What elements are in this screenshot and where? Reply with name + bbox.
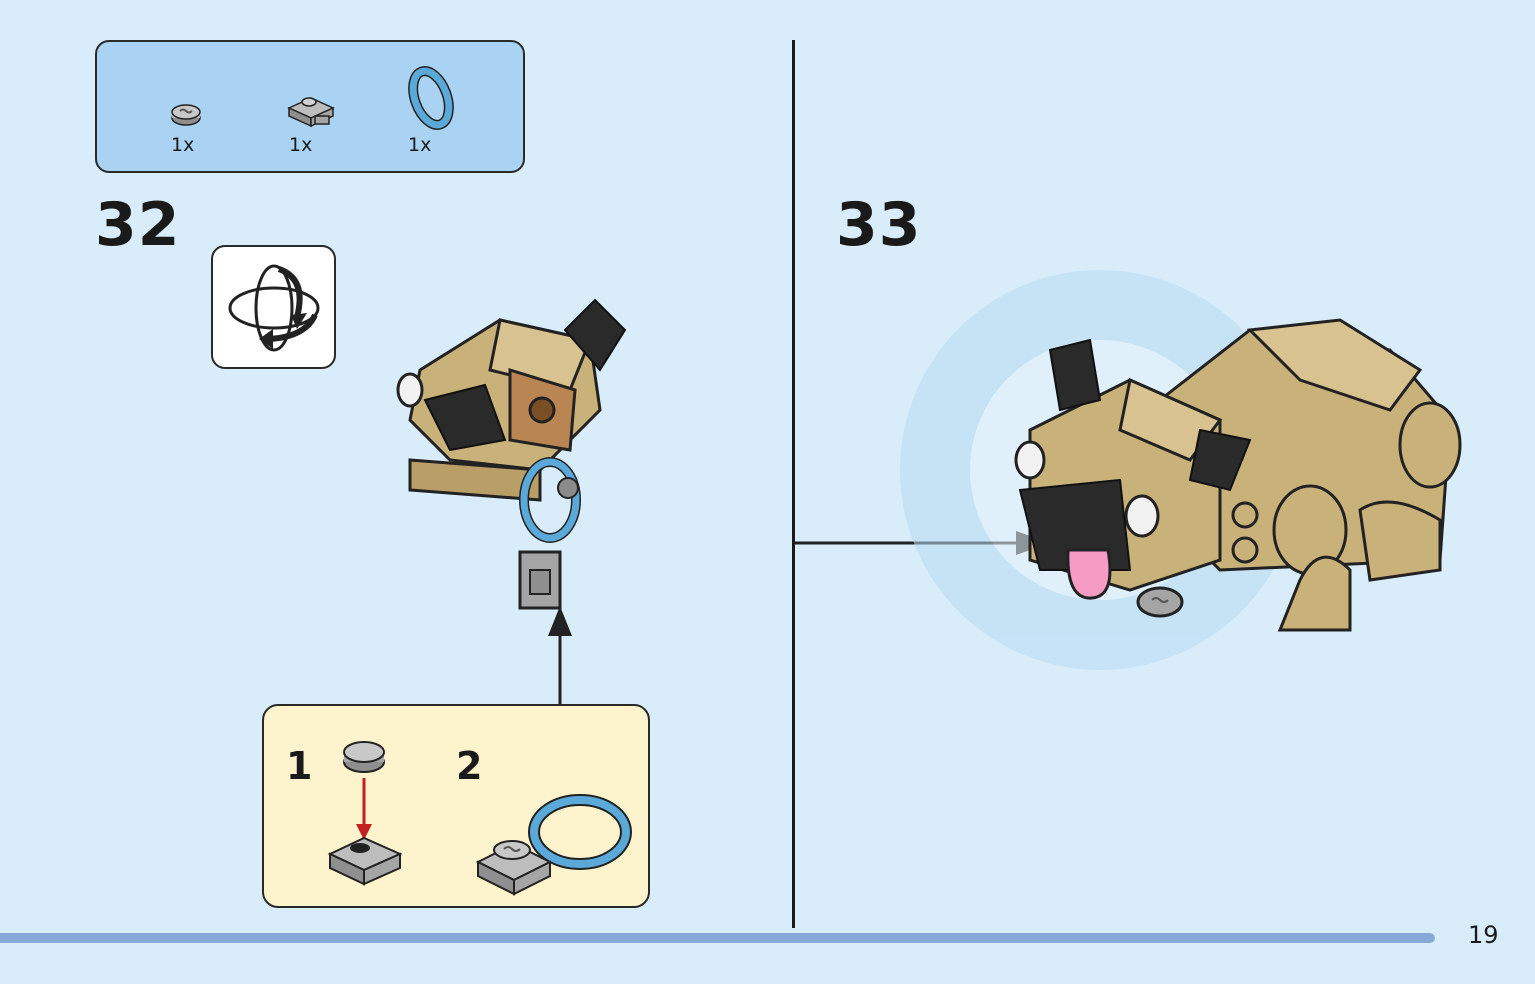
part-qty-2: 1x — [289, 134, 313, 156]
step-divider — [792, 40, 795, 928]
plate-clip-icon — [287, 97, 335, 128]
footer-bar — [0, 933, 1435, 943]
rotate-model-box — [211, 245, 336, 369]
finished-dog-model — [900, 270, 1462, 670]
ring-icon — [408, 66, 454, 130]
sub-assembly-box: 1 2 — [262, 704, 650, 908]
part-qty-1: 1x — [171, 134, 195, 156]
step-number-33: 33 — [836, 190, 922, 260]
assembly-arrow — [548, 606, 572, 704]
step-number-32: 32 — [95, 190, 181, 260]
substep-number-1: 1 — [286, 744, 313, 788]
page-number: 19 — [1468, 921, 1499, 949]
substep-1-diagram — [327, 741, 403, 886]
part-qty-3: 1x — [408, 134, 432, 156]
parts-callout-box: 1x 1x 1x — [95, 40, 525, 173]
rotate-model-icon — [228, 264, 320, 352]
round-tile-icon — [171, 104, 201, 126]
substep-number-2: 2 — [456, 744, 483, 788]
substep-2-diagram — [475, 794, 632, 896]
dog-head-assembly — [396, 298, 627, 610]
